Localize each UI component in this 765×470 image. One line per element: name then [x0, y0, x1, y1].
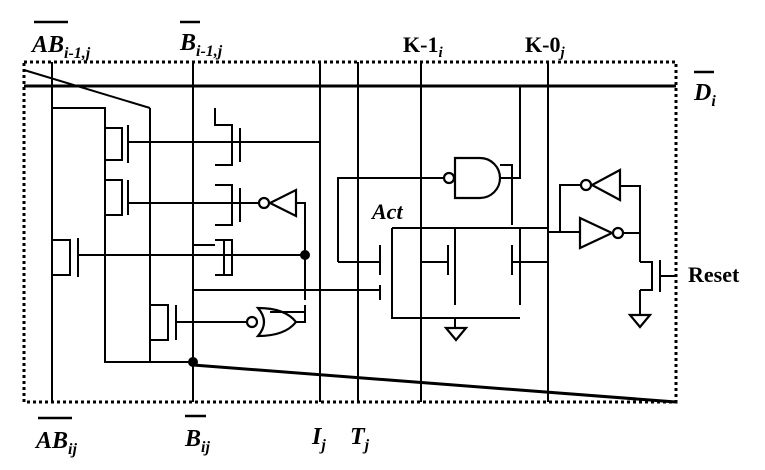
cell-boundary — [22, 60, 678, 404]
middle-transistor-chain — [150, 108, 358, 341]
label-d: Di — [693, 80, 716, 110]
label-i: Ij — [311, 424, 326, 454]
act-transistor-cluster — [338, 227, 548, 342]
latch-inverters — [548, 168, 676, 329]
left-transistor-chain — [52, 107, 320, 363]
label-ab-prev: ABi-1,j — [30, 32, 91, 62]
label-reset: Reset — [688, 262, 740, 287]
label-b-prev: Bi-1,j — [179, 30, 223, 60]
nand-gate — [337, 86, 521, 262]
label-k1: K-1i — [403, 32, 443, 61]
diagonal-bottom-wire — [192, 363, 677, 404]
left-inverter-gate — [257, 188, 306, 300]
label-act: Act — [370, 199, 403, 224]
junction-dot — [300, 250, 310, 260]
junction-dot — [188, 357, 198, 367]
label-ab: ABij — [34, 428, 77, 458]
or-gate — [245, 305, 306, 338]
diagonal-top-wire — [23, 69, 151, 109]
label-b: Bij — [184, 426, 210, 456]
label-k0: K-0j — [525, 32, 565, 61]
label-t: Tj — [350, 424, 370, 454]
